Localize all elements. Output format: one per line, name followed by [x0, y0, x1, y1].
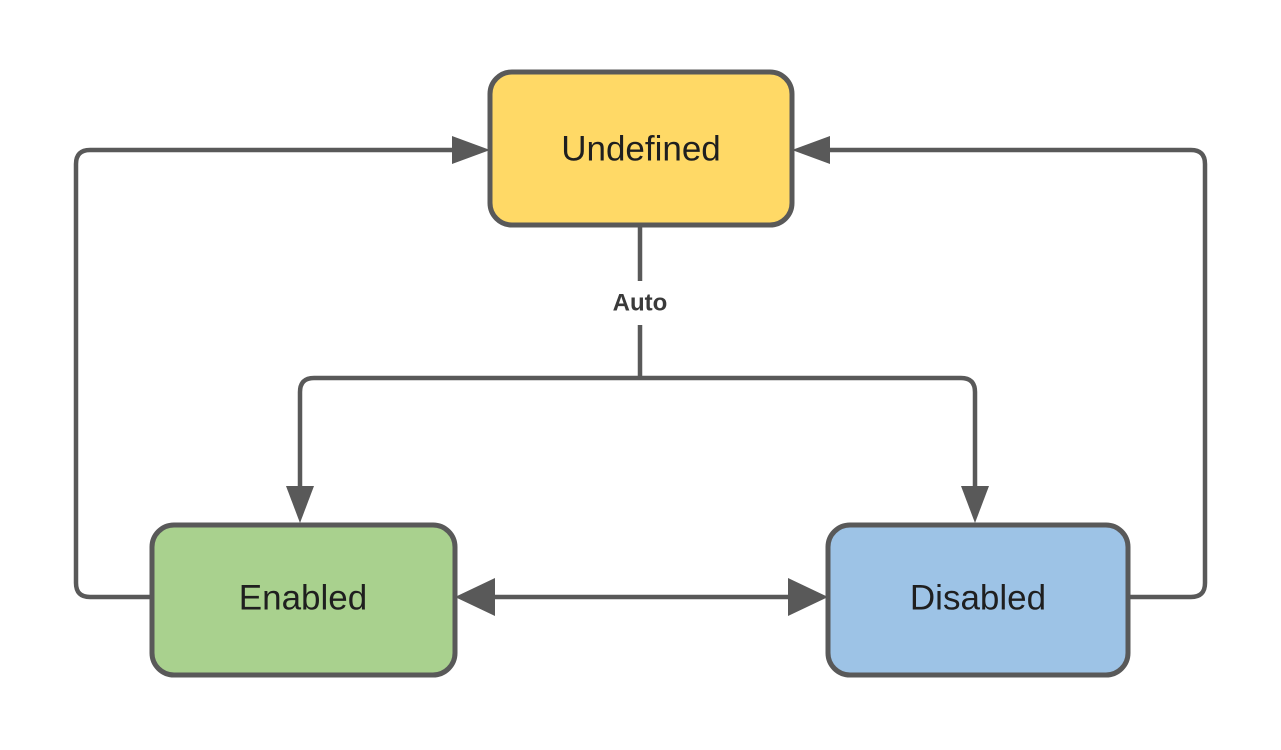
node-undefined[interactable]: Undefined [487, 69, 795, 228]
node-enabled-label: Enabled [239, 579, 367, 618]
edge-enabled-disabled[interactable] [455, 578, 828, 616]
edge-label-auto-text: Auto [613, 290, 668, 317]
edge-enabled-to-undefined[interactable] [73, 136, 490, 600]
node-enabled[interactable]: Enabled [149, 522, 458, 678]
node-undefined-shape [487, 69, 795, 228]
arrowhead-into-enabled [286, 486, 314, 523]
edge-disabled-to-undefined-path [827, 147, 1208, 600]
edge-undefined-to-disabled-path [640, 375, 978, 488]
edge-label-auto: Auto [594, 281, 686, 325]
arrowhead-into-disabled [961, 486, 989, 523]
edge-undefined-to-enabled-path [297, 375, 640, 488]
edge-undefined-to-enabled[interactable] [286, 375, 640, 523]
edge-label-auto-bg [594, 281, 686, 325]
node-disabled-shape [825, 522, 1131, 678]
node-disabled[interactable]: Disabled [825, 522, 1131, 678]
arrowhead-into-undefined-left [452, 136, 490, 164]
edge-enabled-to-undefined-path [73, 147, 455, 600]
arrowhead-into-undefined-right [792, 136, 830, 164]
node-disabled-label: Disabled [910, 579, 1046, 618]
edge-disabled-to-undefined[interactable] [792, 136, 1208, 600]
edge-undefined-to-disabled[interactable] [640, 375, 989, 523]
node-undefined-label: Undefined [561, 130, 721, 169]
arrowhead-into-enabled-side [455, 578, 495, 616]
node-enabled-shape [149, 522, 458, 678]
arrowhead-into-disabled-side [788, 578, 828, 616]
